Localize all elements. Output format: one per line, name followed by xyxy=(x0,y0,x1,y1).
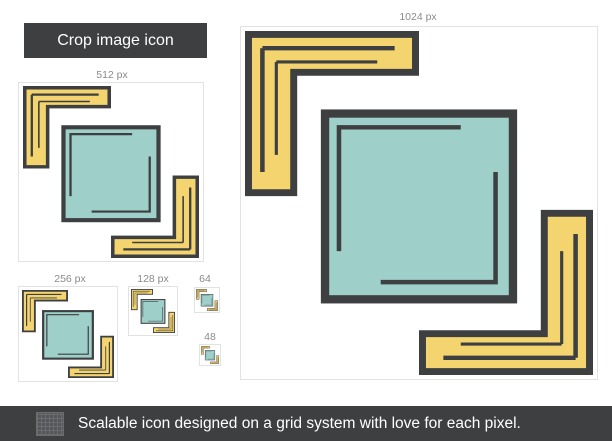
guide-frame-64 xyxy=(194,287,220,313)
size-label-512: 512 px xyxy=(96,69,128,81)
guide-frame-128 xyxy=(128,286,178,336)
crop-icon-1024 xyxy=(245,31,593,375)
guide-frame-256 xyxy=(18,286,118,382)
pixel-grid-icon xyxy=(36,411,64,436)
crop-icon-512 xyxy=(23,86,199,258)
guide-frame-512 xyxy=(18,82,204,262)
crop-icon-256 xyxy=(22,290,114,378)
guide-frame-48 xyxy=(199,344,221,366)
size-label-64: 64 xyxy=(199,273,211,285)
size-label-128: 128 px xyxy=(137,273,169,285)
size-label-48: 48 xyxy=(204,331,216,343)
page-title: Crop image icon xyxy=(24,23,207,58)
crop-icon-128 xyxy=(131,289,175,333)
crop-icon-64 xyxy=(196,289,218,311)
size-label-256: 256 px xyxy=(54,273,86,285)
footer-bar: Scalable icon designed on a grid system … xyxy=(0,406,612,441)
crop-icon-48 xyxy=(201,346,219,364)
size-label-1024: 1024 px xyxy=(399,11,437,23)
footer-text: Scalable icon designed on a grid system … xyxy=(78,414,521,432)
guide-frame-1024 xyxy=(240,26,598,380)
